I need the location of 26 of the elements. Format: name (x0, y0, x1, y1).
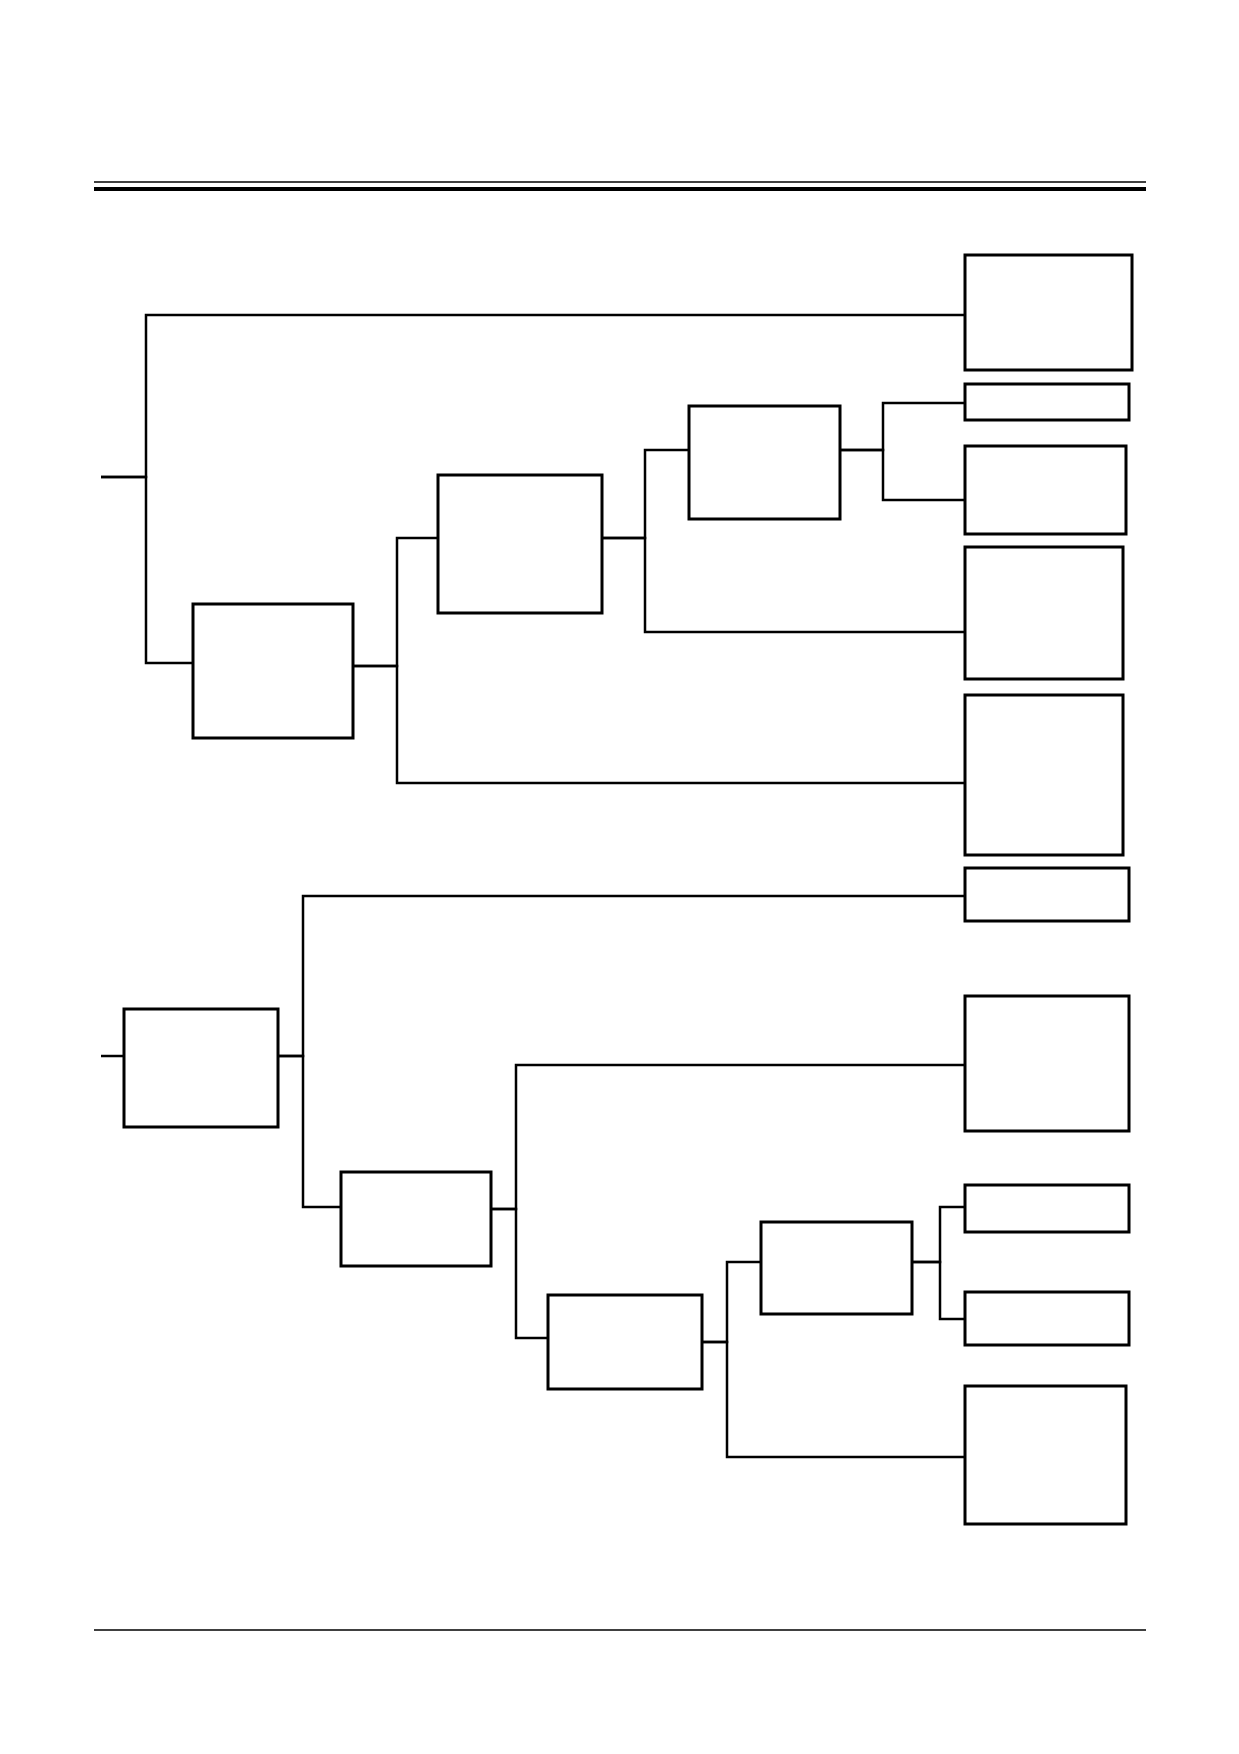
empty-box (963, 866, 1131, 923)
connector-line (702, 1340, 965, 1459)
empty-box (546, 1293, 704, 1391)
empty-box (122, 1007, 280, 1129)
empty-box (963, 382, 1131, 422)
empty-box (687, 404, 842, 521)
empty-box (963, 994, 1131, 1133)
empty-box (436, 473, 604, 615)
empty-box (963, 1384, 1128, 1526)
connector-line (101, 1054, 124, 1058)
empty-box (963, 253, 1134, 372)
connector-line (840, 448, 965, 502)
empty-box (963, 444, 1128, 536)
connector-line (602, 536, 965, 634)
connector-line (278, 1054, 341, 1209)
connector-line (912, 1260, 965, 1321)
connector-line (101, 475, 193, 665)
connector-line (353, 664, 965, 785)
empty-box (963, 1183, 1131, 1234)
empty-box (339, 1170, 493, 1268)
empty-box (759, 1220, 914, 1316)
connector-line (491, 1207, 548, 1340)
empty-box (963, 693, 1125, 857)
empty-box (191, 602, 355, 740)
empty-box (963, 1290, 1131, 1347)
empty-box (963, 545, 1125, 681)
